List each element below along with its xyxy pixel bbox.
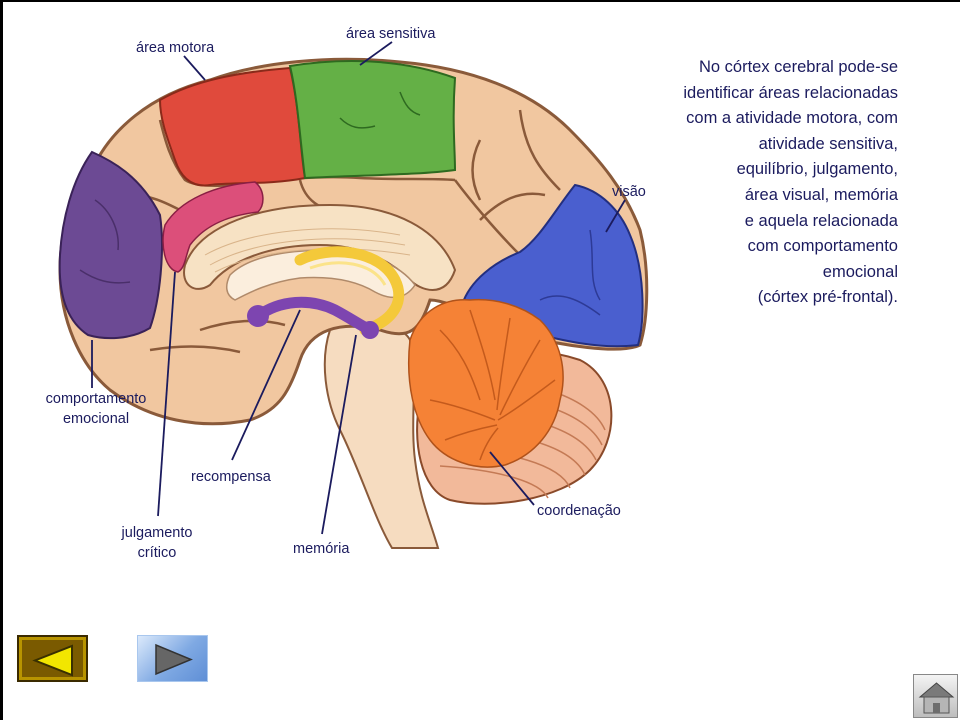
pointer-coordenacao [489, 451, 535, 506]
pointer-area-sensitiva [359, 41, 393, 66]
label-visao: visão [612, 184, 646, 200]
info-line: No córtex cerebral pode-se [698, 58, 898, 76]
info-line: (córtex pré-frontal). [757, 288, 898, 307]
info-text: No córtex cerebral pode-se identificar á… [600, 55, 898, 311]
memory-pathway [294, 246, 405, 336]
info-line: emocional [822, 262, 898, 281]
cingulate-striations [204, 228, 411, 273]
pointer-visao [605, 199, 626, 233]
label-comportamento-line1: comportamento [46, 391, 147, 407]
pointer-lines [91, 41, 626, 535]
frame-border-top [0, 0, 960, 2]
left-triangle-icon [32, 644, 73, 677]
reward-node-right [361, 321, 379, 339]
next-slide-button[interactable] [137, 635, 208, 682]
label-area-sensitiva: área sensitiva [346, 26, 436, 42]
info-line: atividade sensitiva, [758, 134, 898, 153]
info-line: área visual, memória [744, 185, 898, 204]
frame-border-left [0, 0, 3, 720]
critical-judgment-area [162, 181, 264, 273]
emotional-gyri [79, 199, 131, 284]
info-line: equilíbrio, julgamento, [736, 160, 898, 179]
pointer-recompensa [231, 309, 301, 461]
pointer-memoria [321, 334, 357, 535]
label-julgamento-line2: crítico [138, 545, 177, 561]
label-recompensa: recompensa [191, 469, 272, 485]
previous-slide-button[interactable] [17, 635, 88, 682]
pointer-julgamento [157, 271, 176, 517]
right-triangle-icon [155, 643, 193, 676]
sensory-gyri [339, 91, 421, 129]
info-line: e aquela relacionada [744, 211, 898, 230]
emotional-behavior-area [58, 150, 163, 340]
info-line: com a atividade motora, com [686, 109, 898, 128]
memory-inner [309, 261, 387, 286]
cerebellum-arbor [407, 298, 564, 468]
label-memoria: memória [293, 541, 350, 557]
info-line: com comportamento [747, 237, 898, 256]
label-area-motora: área motora [136, 40, 215, 56]
label-coordenacao: coordenação [537, 503, 621, 519]
info-line: identificar áreas relacionadas [683, 83, 898, 102]
reward-pathway [252, 296, 376, 336]
home-icon [918, 682, 955, 714]
reward-node-left [247, 305, 269, 327]
home-button[interactable] [913, 674, 958, 718]
motor-area [158, 66, 307, 187]
sensory-area [288, 60, 457, 180]
visual-gyri [539, 229, 601, 316]
label-julgamento-line1: julgamento [121, 525, 193, 541]
corpus-callosum [183, 203, 457, 291]
label-comportamento-line2: emocional [63, 411, 129, 427]
pointer-area-motora [183, 55, 206, 81]
